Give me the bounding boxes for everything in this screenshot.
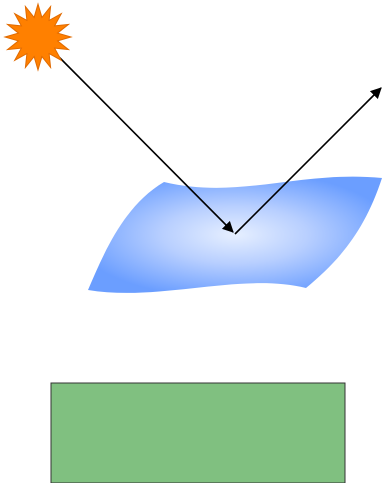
green-panel [51, 383, 345, 483]
sun-icon [5, 4, 71, 70]
reflective-surface [88, 177, 382, 293]
